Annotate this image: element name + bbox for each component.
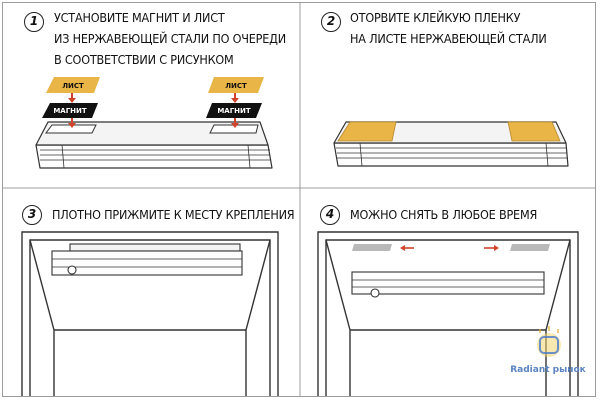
step-1-number: 1 xyxy=(24,12,44,32)
step-2-line-1: ОТОРВИТЕ КЛЕЙКУЮ ПЛЕНКУ xyxy=(350,10,521,25)
step-3-line-1: ПЛОТНО ПРИЖМИТЕ К МЕСТУ КРЕПЛЕНИЯ xyxy=(52,207,295,222)
watermark-text: Radiant рынок xyxy=(510,365,586,375)
mounted-light-3 xyxy=(51,243,243,276)
left-removed-plate xyxy=(352,244,392,251)
radiant-logo xyxy=(537,326,561,357)
right-mount-sheet xyxy=(209,124,259,134)
mounted-light-4 xyxy=(351,271,545,298)
step-4-text: МОЖНО СНЯТЬ В ЛЮБОЕ ВРЕМЯ xyxy=(350,204,537,225)
step-1-text: УСТАНОВИТЕ МАГНИТ И ЛИСТ ИЗ НЕРЖАВЕЮЩЕЙ … xyxy=(54,7,286,70)
step-1-line-3: В СООТВЕТСТВИИ С РИСУНКОМ xyxy=(54,52,234,67)
left-sheet-shape xyxy=(46,77,100,93)
right-stack xyxy=(206,77,264,134)
step-2-text: ОТОРВИТЕ КЛЕЙКУЮ ПЛЕНКУ НА ЛИСТЕ НЕРЖАВЕ… xyxy=(350,7,547,49)
step-4-arrows xyxy=(400,245,499,251)
instruction-frame xyxy=(2,2,596,397)
right-sheet-label: ЛИСТ xyxy=(225,82,247,90)
left-stack xyxy=(42,77,100,134)
cabinet-4 xyxy=(317,231,579,396)
cabinet-3 xyxy=(21,231,279,396)
right-magnet-label: МАГНИТ xyxy=(217,107,251,115)
left-adhesive-film xyxy=(337,121,397,142)
step-1-line-2: ИЗ НЕРЖАВЕЮЩЕЙ СТАЛИ ПО ОЧЕРЕДИ xyxy=(54,31,286,46)
right-magnet-shape xyxy=(206,103,262,118)
step-4-line-1: МОЖНО СНЯТЬ В ЛЮБОЕ ВРЕМЯ xyxy=(350,207,538,222)
left-sheet-label: ЛИСТ xyxy=(62,82,84,90)
step-1-arrows xyxy=(68,93,239,128)
left-mount-sheet xyxy=(45,124,97,134)
step-3-number: 3 xyxy=(22,205,42,225)
step-4-number: 4 xyxy=(320,205,340,225)
left-magnet-shape xyxy=(42,103,98,118)
step-2-line-2: НА ЛИСТЕ НЕРЖАВЕЮЩЕЙ СТАЛИ xyxy=(350,31,547,46)
right-removed-plate xyxy=(510,244,550,251)
step-3-text: ПЛОТНО ПРИЖМИТЕ К МЕСТУ КРЕПЛЕНИЯ xyxy=(52,204,295,225)
step-1-line-1: УСТАНОВИТЕ МАГНИТ И ЛИСТ xyxy=(54,10,225,25)
right-adhesive-film xyxy=(507,121,561,142)
right-sheet-shape xyxy=(208,77,264,93)
step-2-number: 2 xyxy=(321,12,341,32)
left-magnet-label: МАГНИТ xyxy=(53,107,87,115)
